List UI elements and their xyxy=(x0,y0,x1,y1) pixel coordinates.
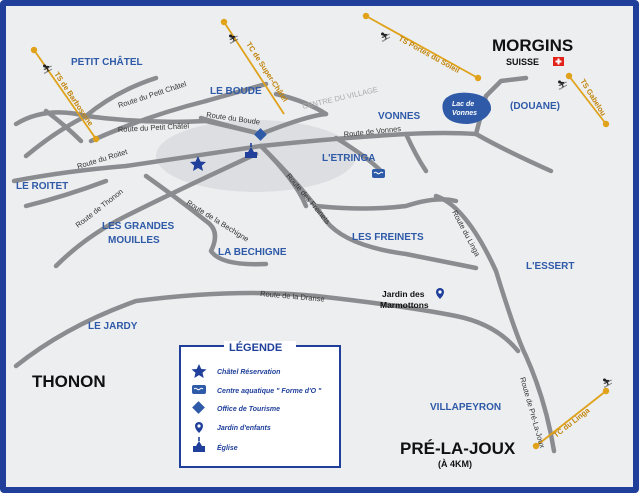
road-label-bechigne: Route de la Bechigne xyxy=(185,198,251,244)
legend-title-bg xyxy=(224,341,296,353)
legend-item-label: Châtel Réservation xyxy=(217,369,280,376)
area-l-etringa: L'ETRINGA xyxy=(322,153,376,164)
lift-station-icon xyxy=(602,120,610,128)
road-label-petit-chatel-2: Route du Petit Châtel xyxy=(118,121,190,134)
distance-label: (À 4KM) xyxy=(438,459,472,469)
lift-stations xyxy=(30,12,610,450)
road-petit-chatel-upper xyxy=(203,81,269,104)
legend-item-label: Centre aquatique " Forme d'O " xyxy=(217,388,322,395)
city-thonon: THONON xyxy=(32,372,106,391)
road-network xyxy=(11,75,557,454)
church-icon xyxy=(245,143,257,158)
tourism-office-icon xyxy=(254,128,267,141)
road-freinets-branch xyxy=(313,197,459,211)
poi-jardin-line1: Jardin des xyxy=(382,289,425,299)
area-mouilles: MOUILLES xyxy=(108,235,160,246)
area-petit-chatel: PETIT CHÂTEL xyxy=(71,55,143,68)
area-vonnes: VONNES xyxy=(378,111,421,122)
road-label-dranse: Route de la Dranse xyxy=(260,289,325,304)
skier-icons: ⛷ ⛷ ⛷ ⛷ ⛷ xyxy=(42,32,613,388)
skier-icon: ⛷ xyxy=(228,34,239,44)
area-villapeyron: VILLAPEYRON xyxy=(430,402,501,413)
swiss-flag-icon xyxy=(553,57,564,66)
road-vonnes-branch xyxy=(403,131,429,174)
lift-station-icon xyxy=(474,74,482,82)
road-roitet xyxy=(11,143,264,184)
road-village-centre xyxy=(258,111,329,137)
skier-icon: ⛷ xyxy=(602,378,613,388)
road-bechigne xyxy=(143,173,269,267)
lift-line-gabelou xyxy=(568,75,607,125)
road-north-spur xyxy=(83,75,159,119)
lift-label-portes-soleil: TS Portes du Soleil xyxy=(397,34,461,75)
area-le-roitet: LE ROITET xyxy=(16,181,68,192)
area-douane: (DOUANE) xyxy=(510,101,560,112)
legend-item-label: Église xyxy=(217,443,238,452)
skier-icon: ⛷ xyxy=(557,80,568,90)
pool-icon xyxy=(372,169,385,178)
legend-item-label: Office de Tourisme xyxy=(217,406,280,413)
lake-label-line1: Lac de xyxy=(452,101,474,108)
road-thonon xyxy=(53,151,259,269)
lake-vonnes xyxy=(442,92,492,124)
lift-station-icon xyxy=(220,18,228,26)
lift-station-icon xyxy=(602,387,610,395)
road-dranse xyxy=(13,290,521,369)
ski-lifts xyxy=(33,15,607,447)
lift-label-gabelou: TS Gabelou xyxy=(578,77,608,117)
skier-icon: ⛷ xyxy=(42,64,53,74)
road-boude xyxy=(198,115,264,137)
road-roitet-west xyxy=(23,178,109,209)
road-etringa xyxy=(333,135,384,174)
country-suisse: SUISSE xyxy=(506,57,539,67)
road-centre-north xyxy=(273,91,329,117)
area-les-grandes: LES GRANDES xyxy=(102,221,175,232)
lift-line-linga xyxy=(535,390,607,447)
skier-icon: ⛷ xyxy=(380,32,391,42)
legend-box xyxy=(179,345,341,468)
lift-line-super-chatel xyxy=(223,21,285,115)
lift-station-icon xyxy=(92,135,100,143)
area-l-essert: L'ESSERT xyxy=(526,261,575,272)
tourism-office-icon xyxy=(192,401,205,414)
star-icon xyxy=(191,364,207,378)
village-map: ⛷ ⛷ ⛷ ⛷ ⛷ Lac de Vonnes TS de Barbossine… xyxy=(11,12,613,469)
road-linga-pre-la-joux xyxy=(433,193,557,454)
lift-station-icon xyxy=(30,46,38,54)
poi-jardin-line2: Marmottons xyxy=(380,300,429,310)
lift-label-linga: TC du Linga xyxy=(552,405,592,439)
city-pre-la-joux: PRÉ-LA-JOUX xyxy=(400,439,516,458)
city-morgins: MORGINS xyxy=(492,36,573,55)
area-le-jardy: LE JARDY xyxy=(88,321,138,332)
lift-station-icon xyxy=(362,12,370,20)
lift-line-portes-soleil xyxy=(365,15,479,79)
road-douane-branch xyxy=(473,131,554,174)
road-label-petit-chatel-1: Route du Petit Châtel xyxy=(117,79,188,110)
legend: LÉGENDE Châtel Réservation Centre aquati… xyxy=(179,341,341,468)
road-label-pre-la-joux: Route de Pré-La-Joux xyxy=(518,376,547,449)
church-icon xyxy=(193,437,205,452)
area-la-bechigne: LA BECHIGNE xyxy=(218,247,287,258)
lift-station-icon xyxy=(565,72,573,80)
legend-title: LÉGENDE xyxy=(229,341,282,354)
lake-label-line2: Vonnes xyxy=(452,110,477,117)
road-petit-chatel-west xyxy=(13,110,264,137)
area-le-boude: LE BOUDE xyxy=(210,86,262,97)
area-centre-village: CENTRE DU VILLAGE xyxy=(301,85,378,111)
legend-item-label: Jardin d'enfants xyxy=(217,425,271,432)
road-far-west xyxy=(23,113,89,159)
star-icon xyxy=(190,156,206,171)
pin-icon xyxy=(436,288,444,299)
road-centre-south xyxy=(258,143,309,209)
road-petit-chatel-north xyxy=(88,98,209,144)
pin-icon xyxy=(195,422,203,433)
area-les-freinets: LES FREINETS xyxy=(352,232,424,243)
lift-station-icon xyxy=(532,442,540,450)
lift-line-barbossine xyxy=(33,49,97,140)
pool-icon xyxy=(192,385,206,394)
